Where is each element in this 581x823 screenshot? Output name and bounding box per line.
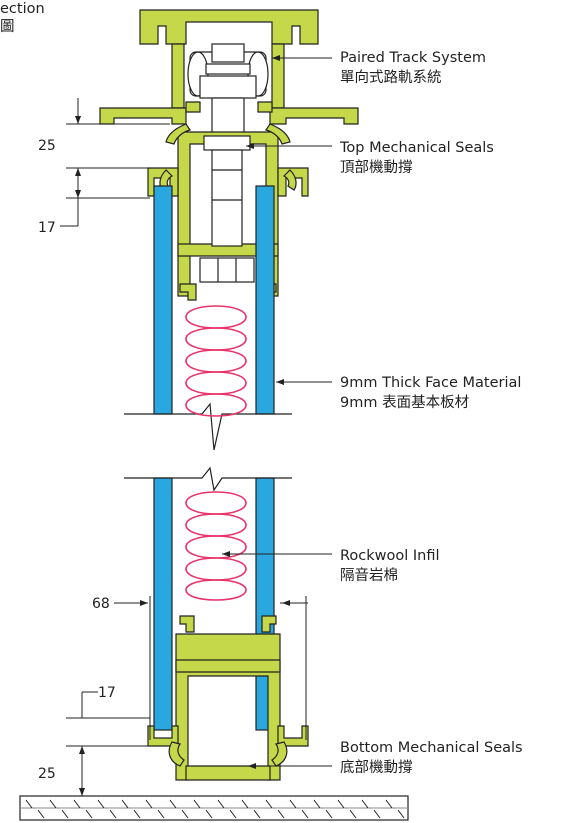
callout-bottom-seals-en: Bottom Mechanical Seals xyxy=(340,740,523,756)
rockwool-infill xyxy=(185,305,247,601)
callout-track-zh: 單向式路軌系統 xyxy=(340,69,442,86)
face-panels xyxy=(153,185,275,731)
callout-face-material-en: 9mm Thick Face Material xyxy=(340,375,521,391)
callout-bottom-seals-zh: 底部機動撐 xyxy=(340,759,413,776)
dim-top-gap: 25 xyxy=(38,138,56,154)
right-face-panel-upper xyxy=(255,185,275,415)
panel-frame-lower xyxy=(147,725,309,767)
dim-bottom-seal: 17 xyxy=(98,685,116,701)
callout-track-en: Paired Track System xyxy=(340,50,486,66)
callout-rockwool-zh: 隔音岩棉 xyxy=(340,567,398,584)
callout-leaders xyxy=(222,57,332,767)
hanger-bolt xyxy=(199,135,255,283)
header-line-1: ection xyxy=(0,1,45,17)
callout-arrowheads xyxy=(222,55,284,769)
left-face-panel-lower xyxy=(153,477,173,731)
callout-top-seals-zh: 頂部機動撐 xyxy=(340,159,413,176)
track-rollers xyxy=(187,43,269,139)
floor xyxy=(19,795,409,821)
dim-top-seal: 17 xyxy=(38,220,56,236)
panel-frame-upper xyxy=(147,167,309,197)
paired-track xyxy=(99,9,359,125)
bottom-profile xyxy=(175,615,281,781)
left-face-panel-upper xyxy=(153,185,173,415)
callout-face-material-zh: 9mm 表面基本板材 xyxy=(340,393,469,411)
callout-top-seals-en: Top Mechanical Seals xyxy=(339,140,494,156)
dimension-arrows xyxy=(75,116,290,796)
header-line-2: 圖 xyxy=(0,18,15,35)
dim-panel-width: 68 xyxy=(92,596,110,612)
dimension-lines xyxy=(60,98,308,797)
callout-rockwool-en: Rockwool Infil xyxy=(340,548,440,564)
dim-bottom-gap: 25 xyxy=(38,766,56,782)
break-lines xyxy=(124,402,292,492)
